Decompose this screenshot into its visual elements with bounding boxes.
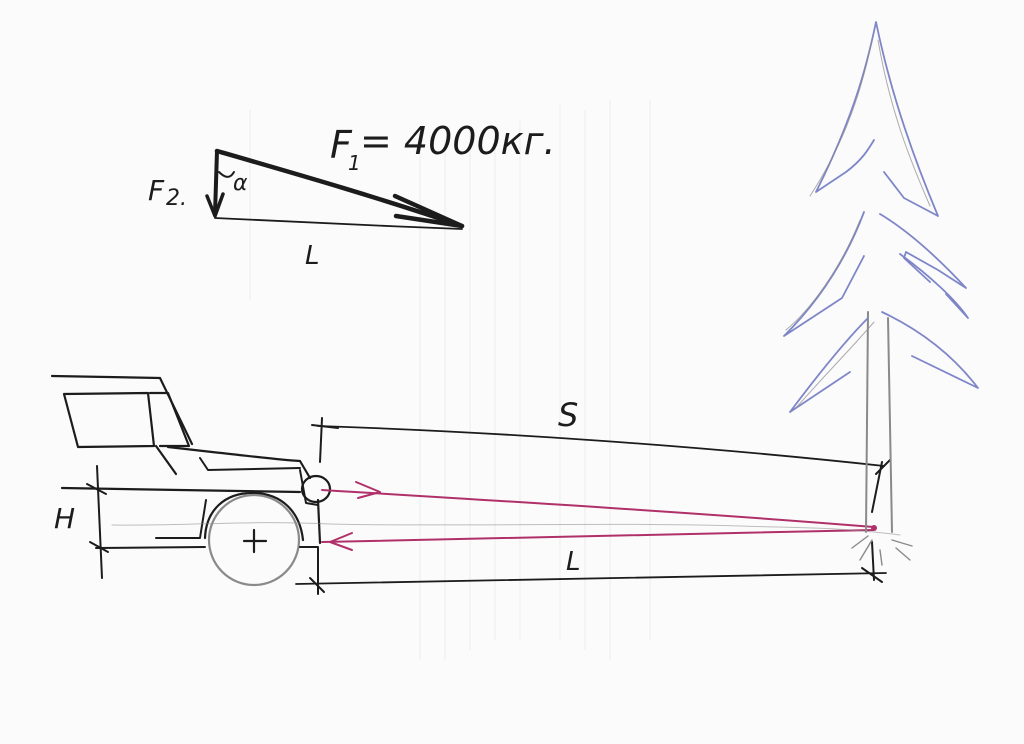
tree-roots	[851, 535, 913, 566]
tree	[783, 21, 979, 566]
distance-s-tick-right	[871, 459, 891, 513]
height-dimension-line	[96, 465, 103, 579]
laser-beam-outgoing-arrowhead	[355, 481, 381, 499]
distance-l-dimension: L	[295, 541, 887, 595]
laser-emitter-mount	[316, 498, 322, 545]
laser-beams	[321, 481, 877, 551]
truck-hood-crease	[199, 457, 301, 471]
tree-top-tier	[815, 21, 939, 217]
truck-hood	[166, 445, 312, 480]
distance-l-tick-right	[861, 541, 883, 583]
force-f1-arrow-shaft	[214, 148, 465, 229]
distance-s-label: S	[558, 396, 578, 434]
truck-cab-window-side	[148, 391, 191, 448]
tree-middle-tier	[783, 211, 967, 337]
laser-beam-return	[321, 529, 875, 543]
distance-s-tick-left	[311, 417, 339, 463]
laser-beam-outgoing	[321, 489, 875, 528]
height-dimension: H	[54, 465, 109, 579]
distance-l-label: L	[566, 547, 581, 577]
distance-s-line	[317, 425, 885, 467]
truck-fender-left	[155, 499, 207, 539]
laser-source-headlight	[300, 474, 332, 504]
force-f2-suffix: 2.	[166, 186, 187, 211]
force-f2-label: F	[148, 174, 165, 207]
vector-length-label: L	[305, 241, 320, 271]
truck-wheel-hub	[242, 528, 268, 554]
distance-l-line	[295, 572, 887, 585]
laser-beam-return-arrowhead	[329, 532, 353, 551]
truck-cab-window-front	[62, 391, 156, 449]
truck-body-line	[60, 486, 302, 494]
height-tick-top	[86, 483, 107, 495]
force-vector-diagram: α F 2. F 1 = 4000кг. L	[148, 119, 556, 271]
truck	[50, 374, 332, 587]
tree-trunk-right	[887, 317, 893, 533]
truck-cab-pillar	[154, 444, 178, 476]
distance-l-tick-left	[309, 547, 325, 595]
angle-alpha-label: α	[233, 171, 248, 196]
truck-fender	[203, 491, 305, 542]
vector-baseline-l	[214, 217, 463, 230]
height-tick-bottom	[89, 541, 109, 553]
tree-bottom-tier	[789, 253, 979, 413]
force-f1-subscript: 1	[348, 151, 361, 175]
height-label: H	[54, 502, 75, 535]
truck-bumper	[299, 469, 319, 506]
force-f2-arrowhead	[205, 192, 225, 218]
tree-pencil-sketch	[785, 39, 931, 409]
laser-target-point	[871, 525, 877, 531]
force-f1-label: F	[330, 123, 353, 167]
angle-alpha-arc	[218, 171, 235, 178]
distance-s-dimension: S	[311, 396, 891, 513]
truck-wheel	[207, 493, 301, 587]
paper-bleed-through	[249, 100, 651, 660]
truck-ground-line	[95, 546, 319, 549]
force-f1-value: = 4000кг.	[360, 119, 556, 163]
truck-cab-roof	[50, 374, 194, 446]
tree-trunk-left	[865, 311, 869, 533]
force-f2-arrow-shaft	[213, 149, 219, 216]
ground-shading	[111, 522, 901, 536]
force-f1-arrowhead	[392, 193, 465, 229]
